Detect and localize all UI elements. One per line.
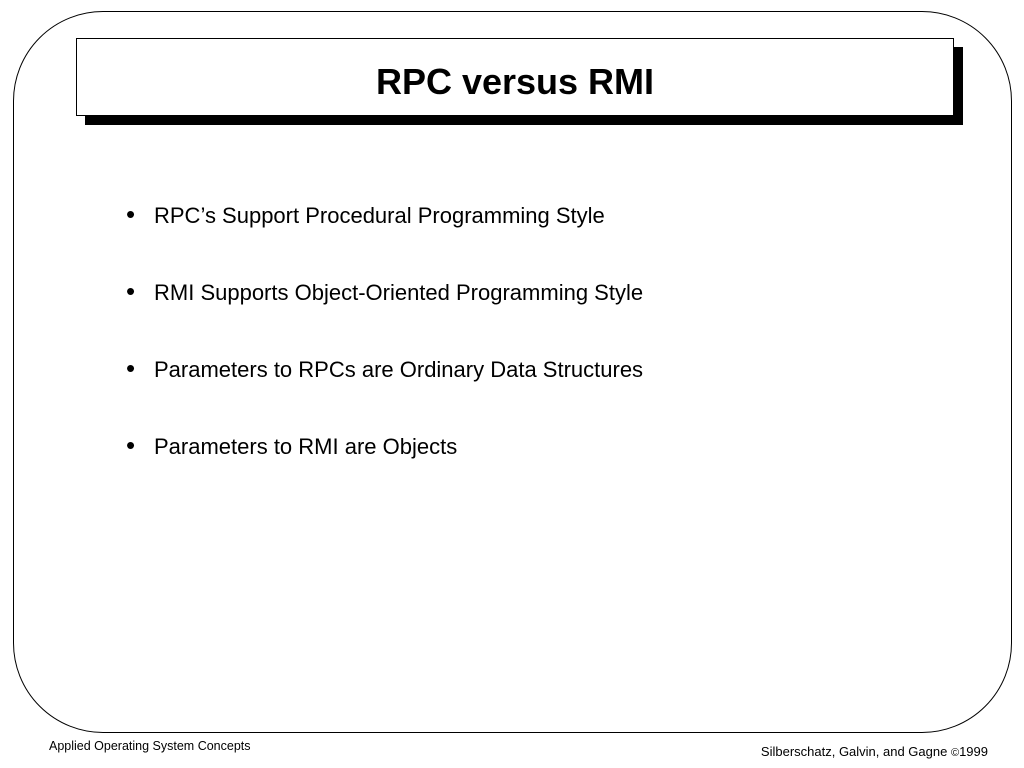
slide-title: RPC versus RMI (375, 61, 655, 102)
bullet-text: RMI Supports Object-Oriented Programming… (154, 280, 644, 305)
footer-year: 1999 (959, 744, 988, 759)
bullet-icon: • (126, 430, 136, 460)
copyright-icon: © (950, 747, 960, 759)
bullet-item: • RMI Supports Object-Oriented Programmi… (126, 274, 643, 351)
bullet-item: • Parameters to RPCs are Ordinary Data S… (126, 351, 643, 428)
bullet-text: RPC’s Support Procedural Programming Sty… (154, 203, 605, 228)
slide-frame (13, 11, 1012, 733)
title-box: RPC versus RMI (76, 38, 954, 116)
footer-authors-copyright: Silberschatz, Galvin, and Gagne ©1999 (761, 744, 988, 759)
bullet-icon: • (126, 276, 136, 306)
bullet-item: • Parameters to RMI are Objects (126, 428, 643, 505)
bullet-text: Parameters to RMI are Objects (154, 434, 458, 459)
footer-authors: Silberschatz, Galvin, and Gagne (760, 744, 951, 759)
bullet-icon: • (126, 353, 136, 383)
bullet-item: • RPC’s Support Procedural Programming S… (126, 197, 643, 274)
bullet-text: Parameters to RPCs are Ordinary Data Str… (154, 357, 644, 382)
bullet-list: • RPC’s Support Procedural Programming S… (126, 197, 643, 505)
footer-course-title: Applied Operating System Concepts (49, 739, 251, 753)
bullet-icon: • (126, 199, 136, 229)
